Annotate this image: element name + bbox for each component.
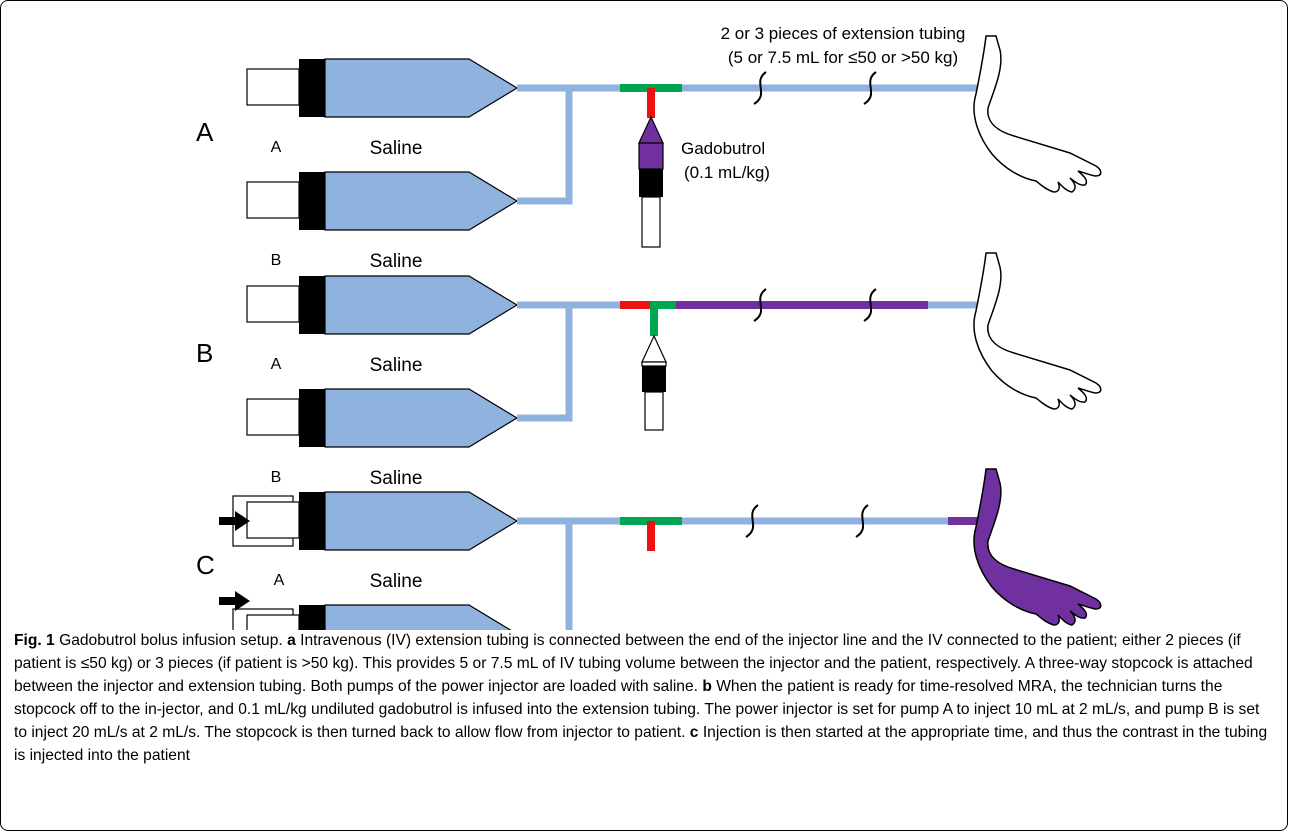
- panel-label-b: B: [196, 338, 213, 368]
- saline-label-a: Saline: [370, 138, 423, 159]
- caption-b-label: b: [702, 678, 712, 696]
- dual-syringe-c: A B Saline Saline: [232, 492, 607, 630]
- extension-note-line2: (5 or 7.5 mL for ≤50 or >50 kg): [728, 48, 958, 67]
- syringe-label-b: B: [271, 252, 282, 269]
- panel-label-c: C: [196, 550, 215, 580]
- saline-label-b: Saline: [370, 251, 423, 272]
- contrast-syringe: [638, 115, 664, 248]
- caption-a-text: Intravenous (IV) extension tubing is con…: [14, 632, 1253, 696]
- panel-label-a: A: [196, 117, 214, 147]
- injector-setup-diagram: A A B Saline Saline Gadobutrol (0.1 mL/k…: [196, 24, 1102, 630]
- contrast-name: Gadobutrol: [681, 139, 765, 158]
- caption-c-text: Injection is then started at the appropr…: [14, 724, 1268, 765]
- caption-b-text: When the patient is ready for time-resol…: [14, 678, 1260, 742]
- dual-syringe-a: A B Saline Saline: [247, 59, 607, 272]
- stopcock-open: [650, 301, 676, 336]
- caption-title: Gadobutrol bolus infusion setup.: [59, 632, 283, 649]
- caption-a-label: a: [287, 632, 296, 649]
- push-arrow-a: [219, 511, 250, 531]
- push-arrow-b: [219, 591, 250, 611]
- patient-arm-a: [973, 35, 1102, 193]
- syringe-label-a: A: [274, 572, 285, 589]
- patient-arm-b: [973, 252, 1102, 410]
- contrast-dose: (0.1 mL/kg): [684, 163, 770, 182]
- saline-label-b: Saline: [370, 468, 423, 489]
- patient-arm-c: [973, 468, 1102, 626]
- saline-label-a: Saline: [370, 571, 423, 592]
- extension-note-line1: 2 or 3 pieces of extension tubing: [721, 24, 966, 43]
- syringe-label-a: A: [271, 356, 282, 373]
- saline-label-a: Saline: [370, 355, 423, 376]
- syringe-label-a: A: [271, 139, 282, 156]
- dual-syringe-b: A B Saline Saline: [247, 276, 607, 489]
- caption-c-label: c: [689, 724, 699, 742]
- figure-caption: Fig. 1 Gadobutrol bolus infusion setup. …: [14, 629, 1276, 768]
- syringe-label-b: B: [271, 469, 282, 486]
- empty-contrast-syringe: [641, 335, 667, 431]
- caption-fig-label: Fig. 1: [14, 632, 55, 649]
